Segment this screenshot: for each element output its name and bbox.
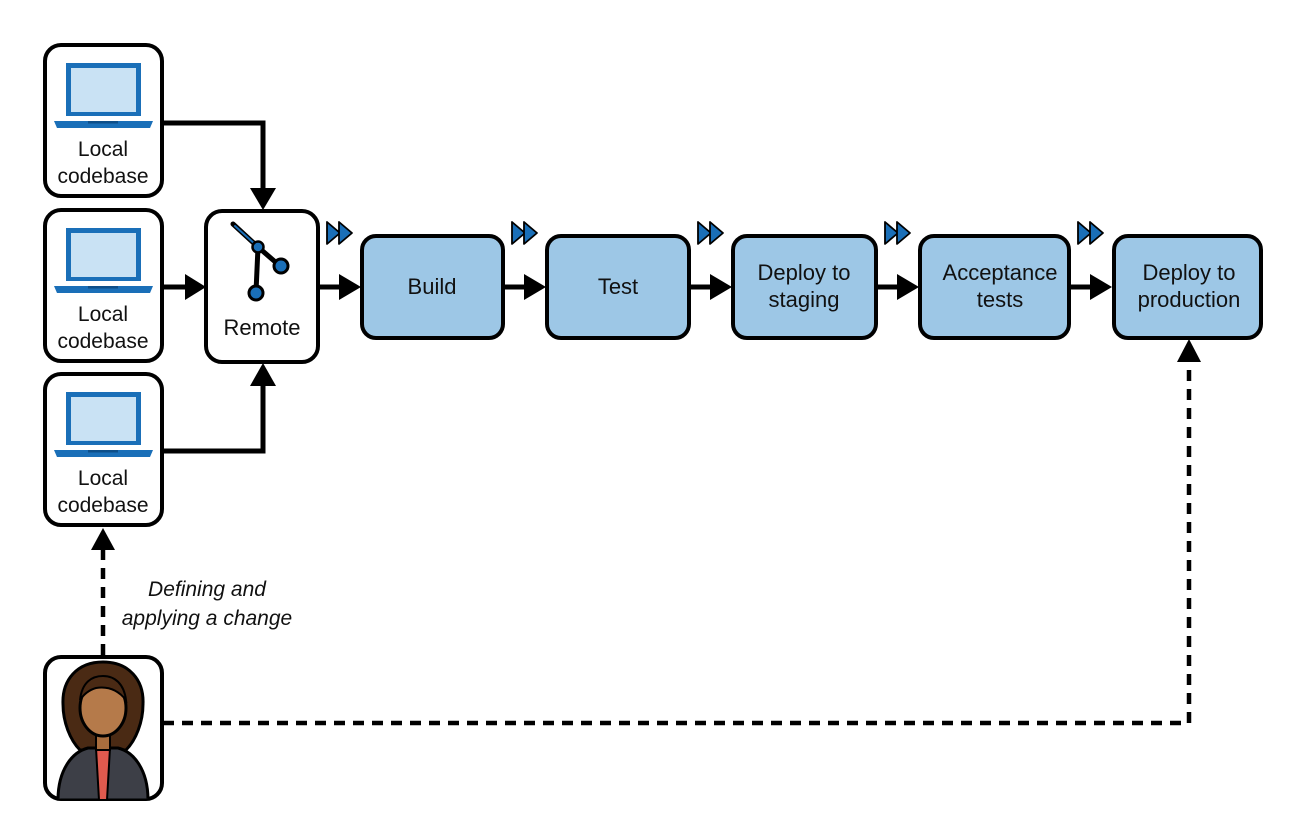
local-codebase-label-line2: codebase [57,494,148,517]
person-icon [56,660,150,799]
connector-local-1-remote [162,120,266,190]
arrowhead-right [1090,274,1112,300]
local-codebase-3[interactable]: Local codebase [43,372,164,527]
fast-forward-icon [511,221,538,245]
stage-label-line2: tests [977,287,1023,312]
local-codebase-label-line1: Local [78,138,128,161]
stage-label-line1: Deploy to [1143,260,1236,285]
fast-forward-icon [326,221,353,245]
stage-label-line2: staging [769,287,840,312]
local-codebase-label-line1: Local [78,467,128,490]
trigger-icons [326,221,1104,245]
fast-forward-icon [884,221,911,245]
arrowhead-up [91,528,115,550]
connectors [162,120,1093,454]
stage-test[interactable]: Test [545,234,691,340]
stage-label-line1: Acceptance [943,260,1058,285]
stage-deploy-staging[interactable]: Deploy to staging [731,234,878,340]
local-codebase-label-line2: codebase [57,330,148,353]
local-codebase-label-line1: Local [78,303,128,326]
stage-label: Test [598,274,638,299]
fast-forward-icon [697,221,724,245]
arrowhead-right [185,274,206,300]
arrowhead-up [1177,339,1201,362]
arrowheads [91,188,1201,550]
laptop-icon [54,392,153,457]
connector-local-3-remote [162,384,266,454]
remote-box[interactable]: Remote [204,209,320,364]
local-codebase-1[interactable]: Local codebase [43,43,164,198]
stage-label-line1: Deploy to [758,260,851,285]
annotation-line2: applying a change [122,607,292,630]
dashed-person-to-production [163,362,1192,726]
laptop-icon [54,228,153,293]
arrowhead-up [250,363,276,386]
annotation-line1: Defining and [148,578,267,601]
local-codebase-label-line2: codebase [57,165,148,188]
annotation: Defining and applying a change [122,578,292,630]
git-branch-icon [230,221,290,302]
laptop-icon [54,63,153,128]
arrowhead-right [897,274,919,300]
stage-deploy-production[interactable]: Deploy to production [1112,234,1263,340]
person-box[interactable] [43,655,164,801]
local-codebase-2[interactable]: Local codebase [43,208,164,363]
dashed-connectors [100,362,1192,726]
arrowhead-right [710,274,732,300]
stage-label-line2: production [1138,287,1241,312]
stage-label: Build [408,274,457,299]
arrowhead-right [524,274,546,300]
stage-build[interactable]: Build [360,234,505,340]
arrowhead-down [250,188,276,210]
fast-forward-icon [1077,221,1104,245]
arrowhead-right [339,274,361,300]
stage-acceptance-tests[interactable]: Acceptance tests [918,234,1071,340]
remote-label: Remote [223,315,300,340]
